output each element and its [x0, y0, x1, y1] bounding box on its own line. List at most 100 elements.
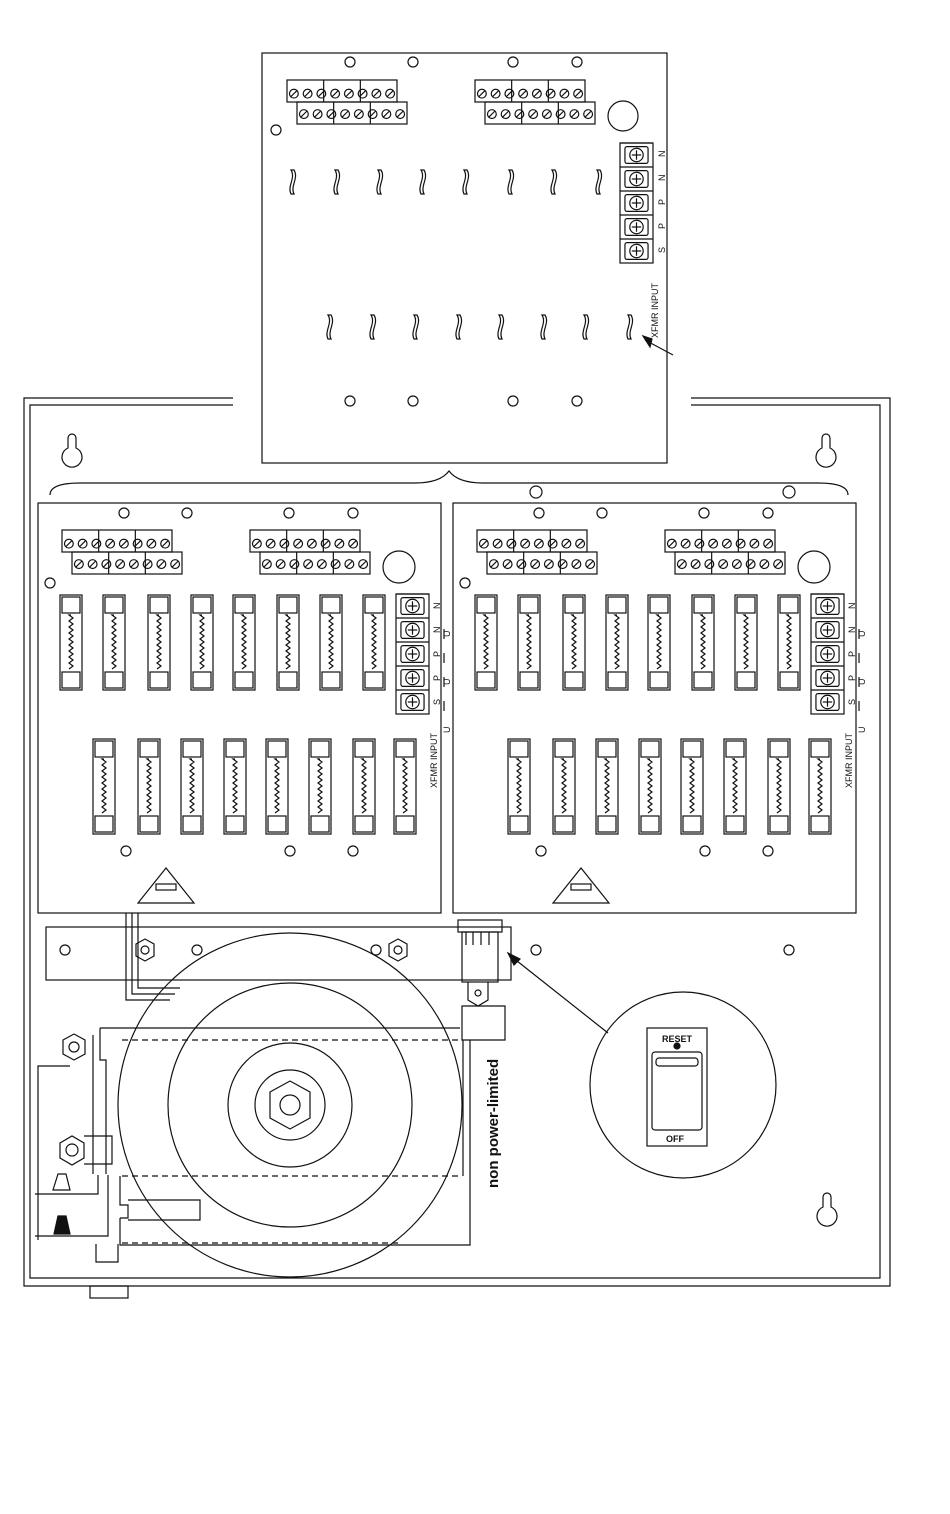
fuse-element	[787, 615, 791, 669]
fuse-cap-top	[279, 597, 297, 613]
fuse-clip-slot	[413, 315, 419, 339]
fuse-clip-slot	[541, 315, 547, 339]
fuse-cap-bottom	[105, 672, 123, 688]
fuse-element	[362, 759, 366, 813]
breaker-terminal	[468, 982, 488, 1006]
fuse	[508, 739, 530, 834]
screw-terminal	[290, 560, 299, 569]
keyhole-shape	[816, 434, 836, 467]
screw-terminal	[542, 110, 551, 119]
fuse-element	[233, 759, 237, 813]
screw-terminal	[493, 539, 502, 548]
terminal-header	[62, 530, 182, 574]
fuse-cap-top	[193, 597, 211, 613]
mount-hole	[572, 57, 582, 67]
screw-slot	[295, 541, 301, 547]
screw-slot	[752, 541, 758, 547]
screw-slot	[117, 561, 123, 567]
fuse-module	[453, 503, 859, 913]
enclosure	[24, 398, 890, 1286]
screw-terminal	[276, 560, 285, 569]
terminal-header	[250, 530, 370, 574]
screw-terminal	[262, 560, 271, 569]
wire	[100, 1028, 106, 1174]
large-hole	[608, 101, 638, 131]
screw-slot	[520, 91, 526, 97]
fuse-cap-top	[726, 741, 744, 757]
fuse-element	[190, 759, 194, 813]
keyhole-mount	[817, 1193, 837, 1226]
screw-slot	[575, 91, 581, 97]
fuse-cap-top	[183, 741, 201, 757]
screw-terminal	[303, 89, 312, 98]
xfmr-terminal-letter: U	[857, 727, 867, 734]
fuse-cap-bottom	[150, 672, 168, 688]
xfmr-terminal-letter: U	[857, 679, 867, 686]
mount-hole	[572, 396, 582, 406]
fuse-element	[648, 759, 652, 813]
fuse	[363, 595, 385, 690]
screw-slot	[762, 561, 768, 567]
screw-terminal	[321, 539, 330, 548]
screw-terminal	[709, 539, 718, 548]
fuse-element	[517, 759, 521, 813]
mount-hole	[348, 846, 358, 856]
fuse-cap-top	[608, 597, 626, 613]
slot-outline	[420, 170, 426, 194]
screw-terminal	[304, 560, 313, 569]
mount-hole	[763, 508, 773, 518]
screw-slot	[765, 541, 771, 547]
screw-terminal	[732, 560, 741, 569]
screw-terminal	[331, 89, 340, 98]
hex-nut-outline	[60, 1136, 84, 1165]
fuse-body	[60, 595, 82, 690]
warning-triangle	[138, 868, 194, 903]
screw-slot	[332, 91, 338, 97]
screw-terminal	[372, 89, 381, 98]
screw-terminal	[572, 560, 581, 569]
fuse-body	[266, 739, 288, 834]
fuse	[809, 739, 831, 834]
fuse-element	[615, 615, 619, 669]
fuse	[553, 739, 575, 834]
slot-outline	[377, 170, 383, 194]
slot-outline	[327, 315, 333, 339]
fuse-body	[735, 595, 757, 690]
fuse-body	[233, 595, 255, 690]
fuse	[596, 739, 618, 834]
mount-hole	[119, 508, 129, 518]
screw-slot	[254, 541, 260, 547]
screw-terminal	[358, 89, 367, 98]
lower-assembly	[35, 913, 794, 1298]
fuse-cap-bottom	[565, 672, 583, 688]
fuse-element	[818, 759, 822, 813]
screw-terminal	[764, 539, 773, 548]
mount-hole	[508, 396, 518, 406]
fuse-body	[596, 739, 618, 834]
fuse-cap-top	[396, 741, 414, 757]
fuse	[648, 595, 670, 690]
screw-slot	[710, 541, 716, 547]
xfmr-terminal-block	[811, 594, 844, 714]
fuse-element	[112, 615, 116, 669]
fuse	[191, 595, 213, 690]
fuse-cap-bottom	[279, 672, 297, 688]
fuse-cap-bottom	[683, 816, 701, 832]
screw-slot	[585, 111, 591, 117]
xfmr-terminal-block	[396, 594, 429, 714]
mount-hole	[182, 508, 192, 518]
fuse-cap-bottom	[726, 816, 744, 832]
hex-nut-outline	[136, 939, 154, 961]
screw-slot	[534, 91, 540, 97]
mount-hole	[284, 508, 294, 518]
slot-outline	[370, 315, 376, 339]
screw-terminal	[531, 560, 540, 569]
fuse-cap-bottom	[311, 816, 329, 832]
fuse-element	[372, 615, 376, 669]
mount-hole	[285, 846, 295, 856]
fuse-element	[275, 759, 279, 813]
fuse-clip-slot	[377, 170, 383, 194]
screw-terminal	[774, 560, 783, 569]
screw-slot	[346, 91, 352, 97]
screw-terminal	[750, 539, 759, 548]
